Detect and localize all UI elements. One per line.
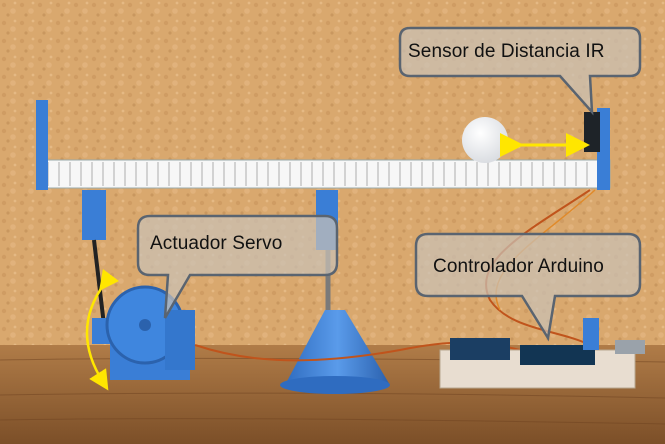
servo-actuator [105, 285, 195, 380]
rotation-arrow [85, 269, 119, 391]
arduino-board [439, 318, 645, 389]
controller-callout [414, 232, 642, 342]
ir-sensor [584, 112, 600, 152]
actuator-label: Actuador Servo [150, 233, 283, 254]
controller-label: Controlador Arduino [433, 256, 604, 277]
sensor-label: Sensor de Distancia IR [408, 41, 605, 62]
ping-pong-ball [462, 117, 508, 163]
actuator-callout [136, 214, 339, 319]
beam [36, 100, 611, 190]
sensor-callout [398, 26, 642, 116]
